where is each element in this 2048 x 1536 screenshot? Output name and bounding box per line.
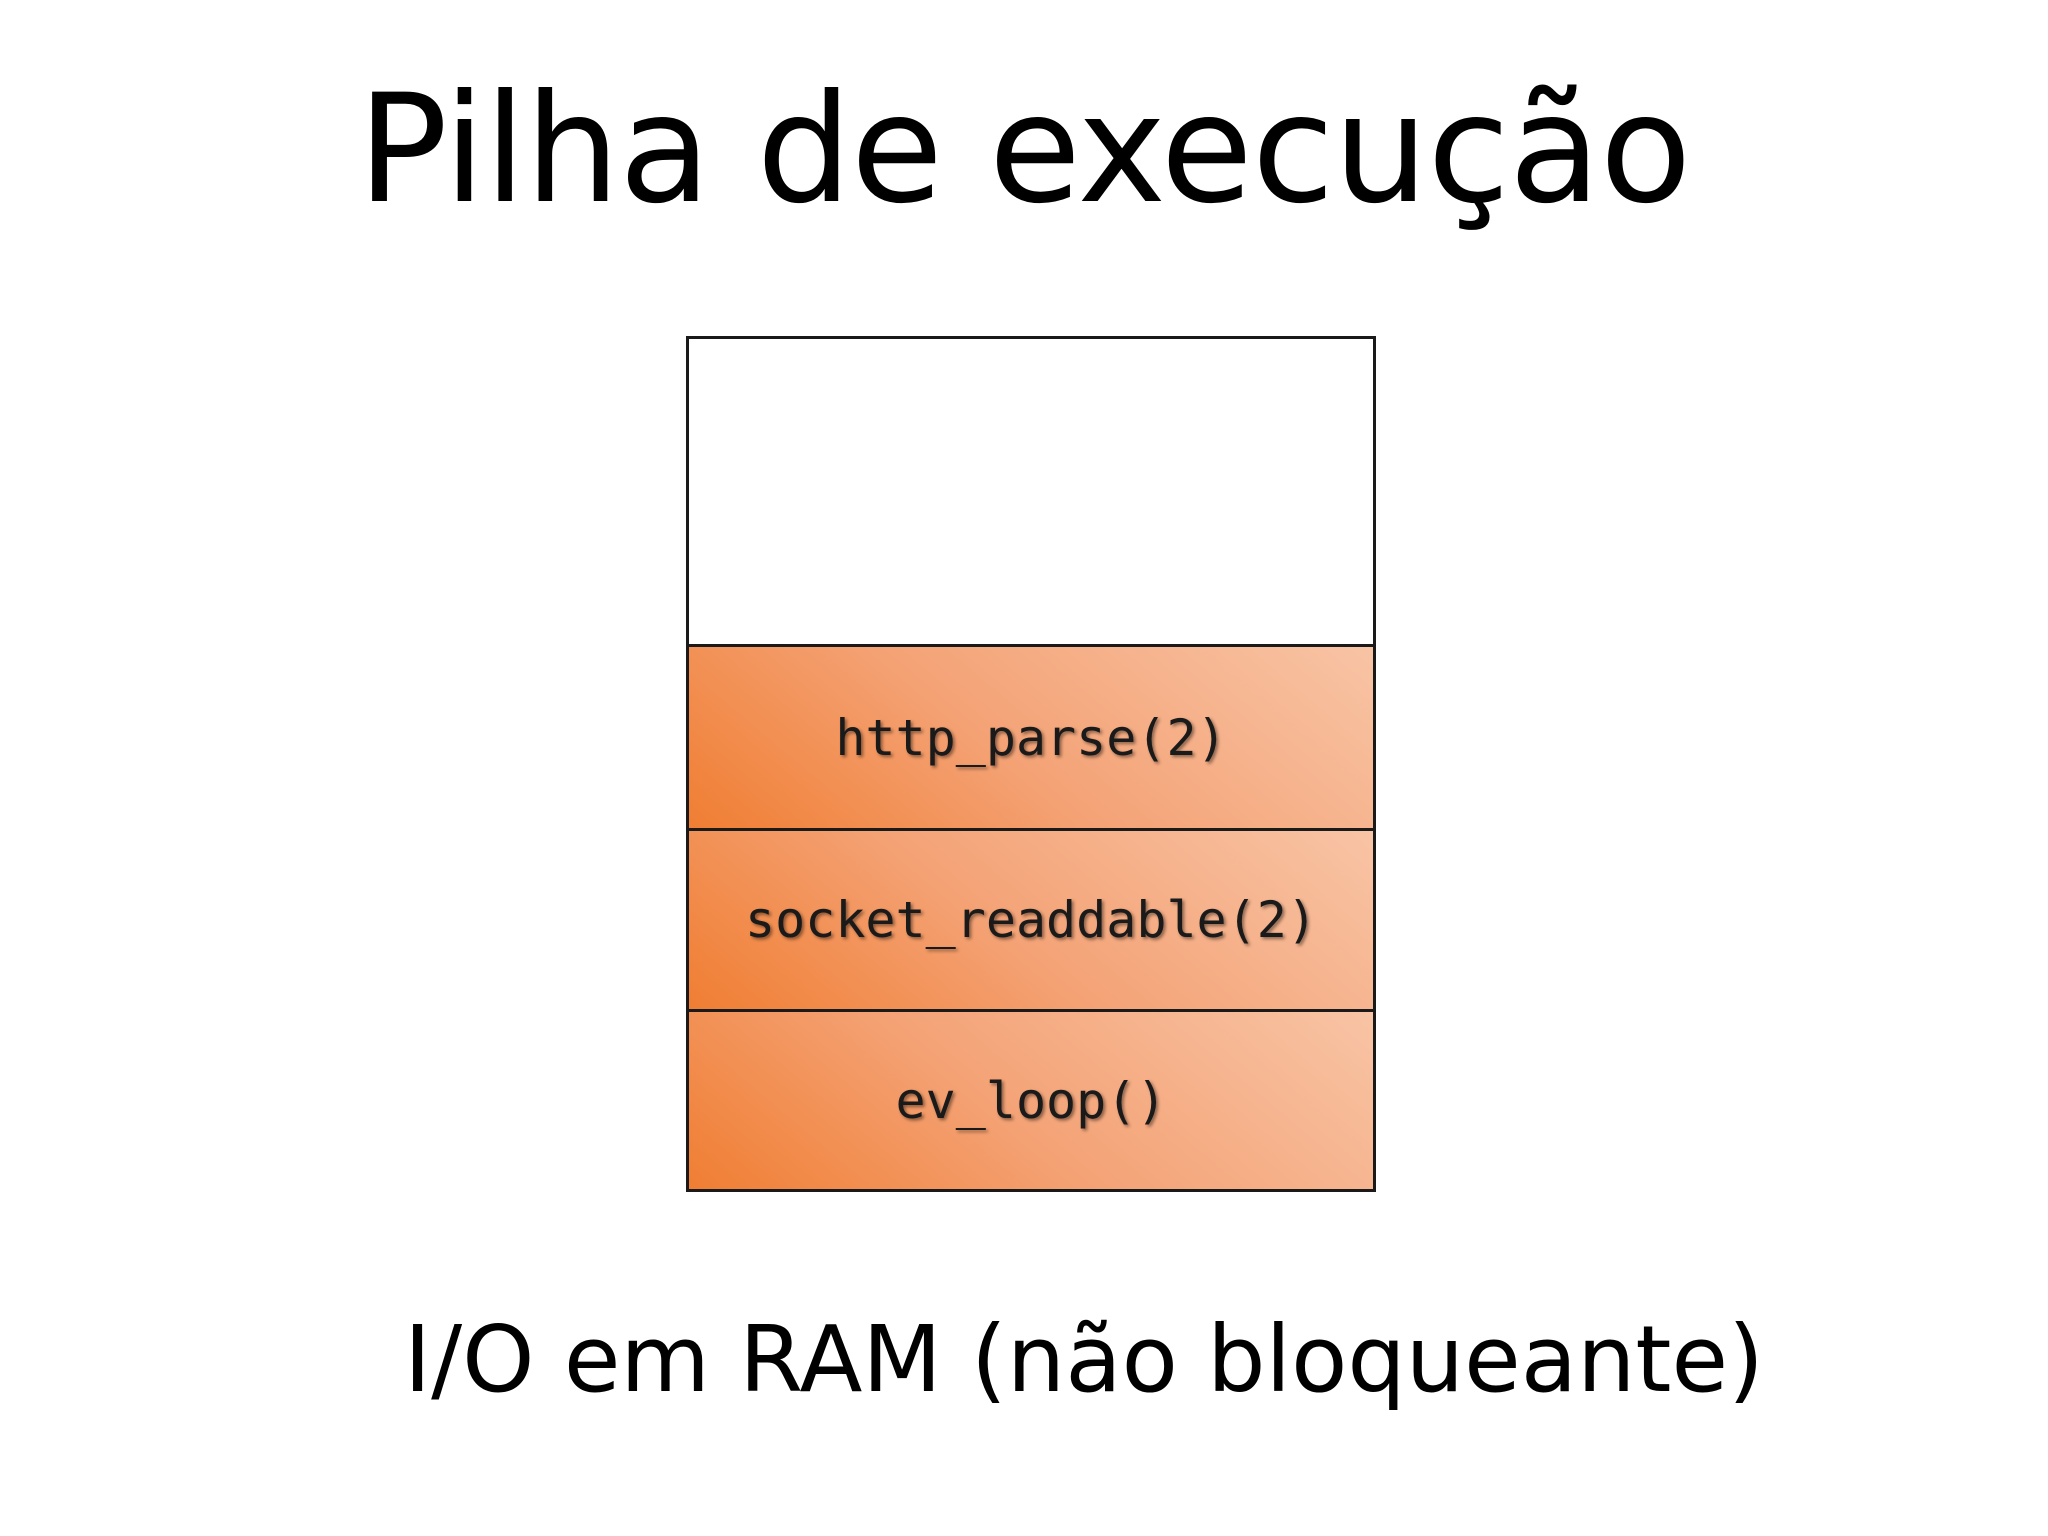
stack-frame-label: ev_loop() xyxy=(895,1071,1167,1130)
slide-caption: I/O em RAM (não bloqueante) xyxy=(404,1306,1764,1413)
stack-frame-socket-readdable: socket_readdable(2) xyxy=(689,828,1373,1009)
slide-title: Pilha de execução xyxy=(357,63,1691,237)
stack-empty-space xyxy=(689,339,1373,647)
stack-frame-label: socket_readdable(2) xyxy=(745,891,1317,949)
stack-frame-http-parse: http_parse(2) xyxy=(689,647,1373,828)
stack-frame-ev-loop: ev_loop() xyxy=(689,1009,1373,1189)
call-stack-diagram: http_parse(2) socket_readdable(2) ev_loo… xyxy=(686,336,1376,1192)
stack-frame-label: http_parse(2) xyxy=(835,708,1227,767)
